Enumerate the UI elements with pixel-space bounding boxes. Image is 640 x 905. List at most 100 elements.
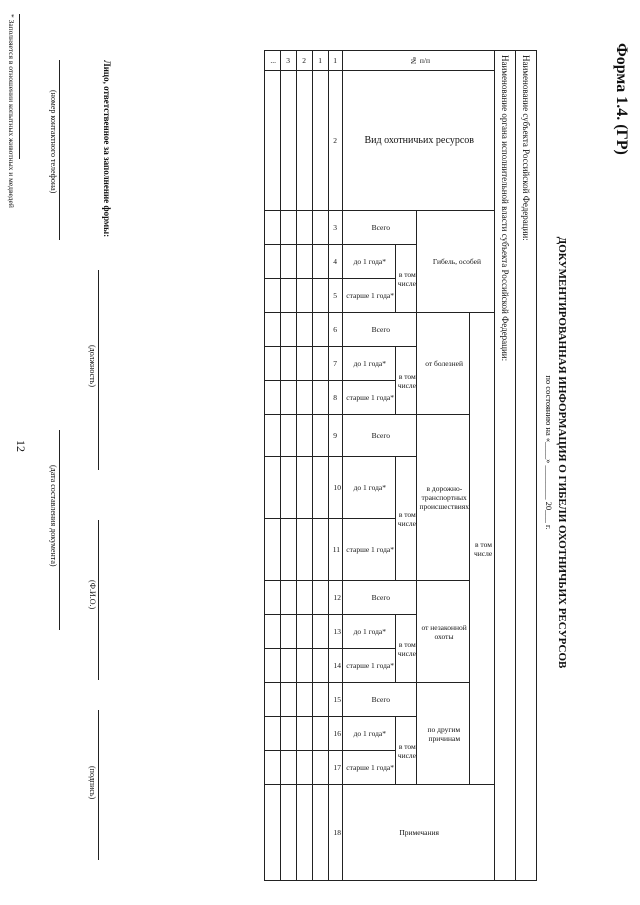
header-over1: старше 1 года* <box>342 518 396 581</box>
table-cell[interactable] <box>264 70 281 211</box>
table-cell[interactable] <box>280 750 297 785</box>
table-cell[interactable] <box>264 716 281 751</box>
table-cell[interactable] <box>312 414 329 457</box>
table-cell[interactable] <box>280 312 297 347</box>
header-total: Всего <box>342 580 417 615</box>
table-cell[interactable] <box>280 784 297 881</box>
table-cell[interactable] <box>296 784 313 881</box>
table-cell[interactable] <box>280 456 297 519</box>
table-cell[interactable] <box>296 580 313 615</box>
table-cell[interactable] <box>296 614 313 649</box>
table-cell[interactable] <box>264 380 281 415</box>
table-cell[interactable] <box>312 716 329 751</box>
table-cell[interactable] <box>312 210 329 245</box>
table-cell[interactable] <box>296 682 313 717</box>
table-cell[interactable] <box>296 278 313 313</box>
header-total: Всего <box>342 682 417 717</box>
table-cell[interactable] <box>264 244 281 279</box>
table-cell[interactable] <box>264 414 281 457</box>
table-cell[interactable] <box>312 750 329 785</box>
position-line[interactable] <box>98 270 99 470</box>
table-cell[interactable] <box>312 456 329 519</box>
signature-line[interactable] <box>98 710 99 860</box>
table-cell[interactable] <box>312 380 329 415</box>
table-cell[interactable] <box>264 278 281 313</box>
table-cell[interactable] <box>312 682 329 717</box>
header-over1: старше 1 года* <box>342 380 396 415</box>
table-cell[interactable] <box>296 210 313 245</box>
table-cell[interactable] <box>280 380 297 415</box>
table-cell[interactable] <box>280 346 297 381</box>
table-cell[interactable] <box>312 70 329 211</box>
table-cell[interactable] <box>312 278 329 313</box>
table-row: 1 <box>312 50 329 881</box>
header-under1: до 1 года* <box>342 614 396 649</box>
header-species: Вид охотничьих ресурсов <box>342 70 495 211</box>
table-cell[interactable] <box>296 648 313 683</box>
table-cell[interactable] <box>280 278 297 313</box>
table-cell[interactable] <box>312 346 329 381</box>
header-other: по другим причинам <box>416 682 470 785</box>
table-cell[interactable] <box>264 518 281 581</box>
table-cell[interactable] <box>264 210 281 245</box>
fio-line[interactable] <box>98 520 99 680</box>
table-cell[interactable] <box>296 414 313 457</box>
table-cell[interactable] <box>264 682 281 717</box>
column-number: 18 <box>328 784 343 881</box>
table-cell[interactable] <box>280 648 297 683</box>
table-cell[interactable] <box>280 682 297 717</box>
date-line[interactable] <box>59 430 60 630</box>
phone-line[interactable] <box>59 60 60 240</box>
table-cell[interactable] <box>264 784 281 881</box>
table-cell[interactable] <box>296 244 313 279</box>
table-cell[interactable] <box>296 70 313 211</box>
table-cell[interactable] <box>264 648 281 683</box>
header-in-that-sub: в том числе <box>395 614 417 683</box>
table-cell[interactable] <box>296 380 313 415</box>
column-number: 4 <box>328 244 343 279</box>
table-cell[interactable] <box>296 312 313 347</box>
table-cell[interactable] <box>296 518 313 581</box>
table-cell[interactable] <box>280 414 297 457</box>
table-cell[interactable] <box>312 244 329 279</box>
column-number: 16 <box>328 716 343 751</box>
table-cell[interactable] <box>296 456 313 519</box>
table-cell[interactable] <box>296 750 313 785</box>
header-deaths: Гибель, особей <box>416 210 495 313</box>
header-total: Всего <box>342 414 417 457</box>
table-cell[interactable] <box>264 750 281 785</box>
header-under1: до 1 года* <box>342 716 396 751</box>
table-cell[interactable] <box>264 580 281 615</box>
table-cell[interactable] <box>264 346 281 381</box>
header-road: в дорожно-транспортных происшествиях <box>416 414 470 581</box>
table-row: 3 <box>280 50 297 881</box>
column-number: 8 <box>328 380 343 415</box>
table-cell[interactable] <box>280 70 297 211</box>
authority-name-field[interactable]: Наименование органа исполнительной власт… <box>494 50 516 881</box>
table-cell[interactable] <box>280 716 297 751</box>
table-cell[interactable] <box>280 518 297 581</box>
header-under1: до 1 года* <box>342 456 396 519</box>
table-cell[interactable] <box>312 648 329 683</box>
column-number: 14 <box>328 648 343 683</box>
table-cell[interactable] <box>312 518 329 581</box>
table-cell[interactable] <box>280 614 297 649</box>
row-number: ... <box>264 50 281 71</box>
table-cell[interactable] <box>264 312 281 347</box>
table-cell[interactable] <box>280 580 297 615</box>
table-cell[interactable] <box>312 312 329 347</box>
header-under1: до 1 года* <box>342 244 396 279</box>
table-cell[interactable] <box>296 716 313 751</box>
table-cell[interactable] <box>264 456 281 519</box>
table-cell[interactable] <box>312 580 329 615</box>
table-cell[interactable] <box>312 614 329 649</box>
table-cell[interactable] <box>296 346 313 381</box>
header-in-that-sub: в том числе <box>395 346 417 415</box>
column-number: 7 <box>328 346 343 381</box>
subject-name-field[interactable]: Наименование субъекта Российской Федерац… <box>515 50 537 881</box>
table-cell[interactable] <box>280 210 297 245</box>
signature-caption: (подпись) <box>88 766 97 800</box>
table-cell[interactable] <box>312 784 329 881</box>
table-cell[interactable] <box>264 614 281 649</box>
table-cell[interactable] <box>280 244 297 279</box>
